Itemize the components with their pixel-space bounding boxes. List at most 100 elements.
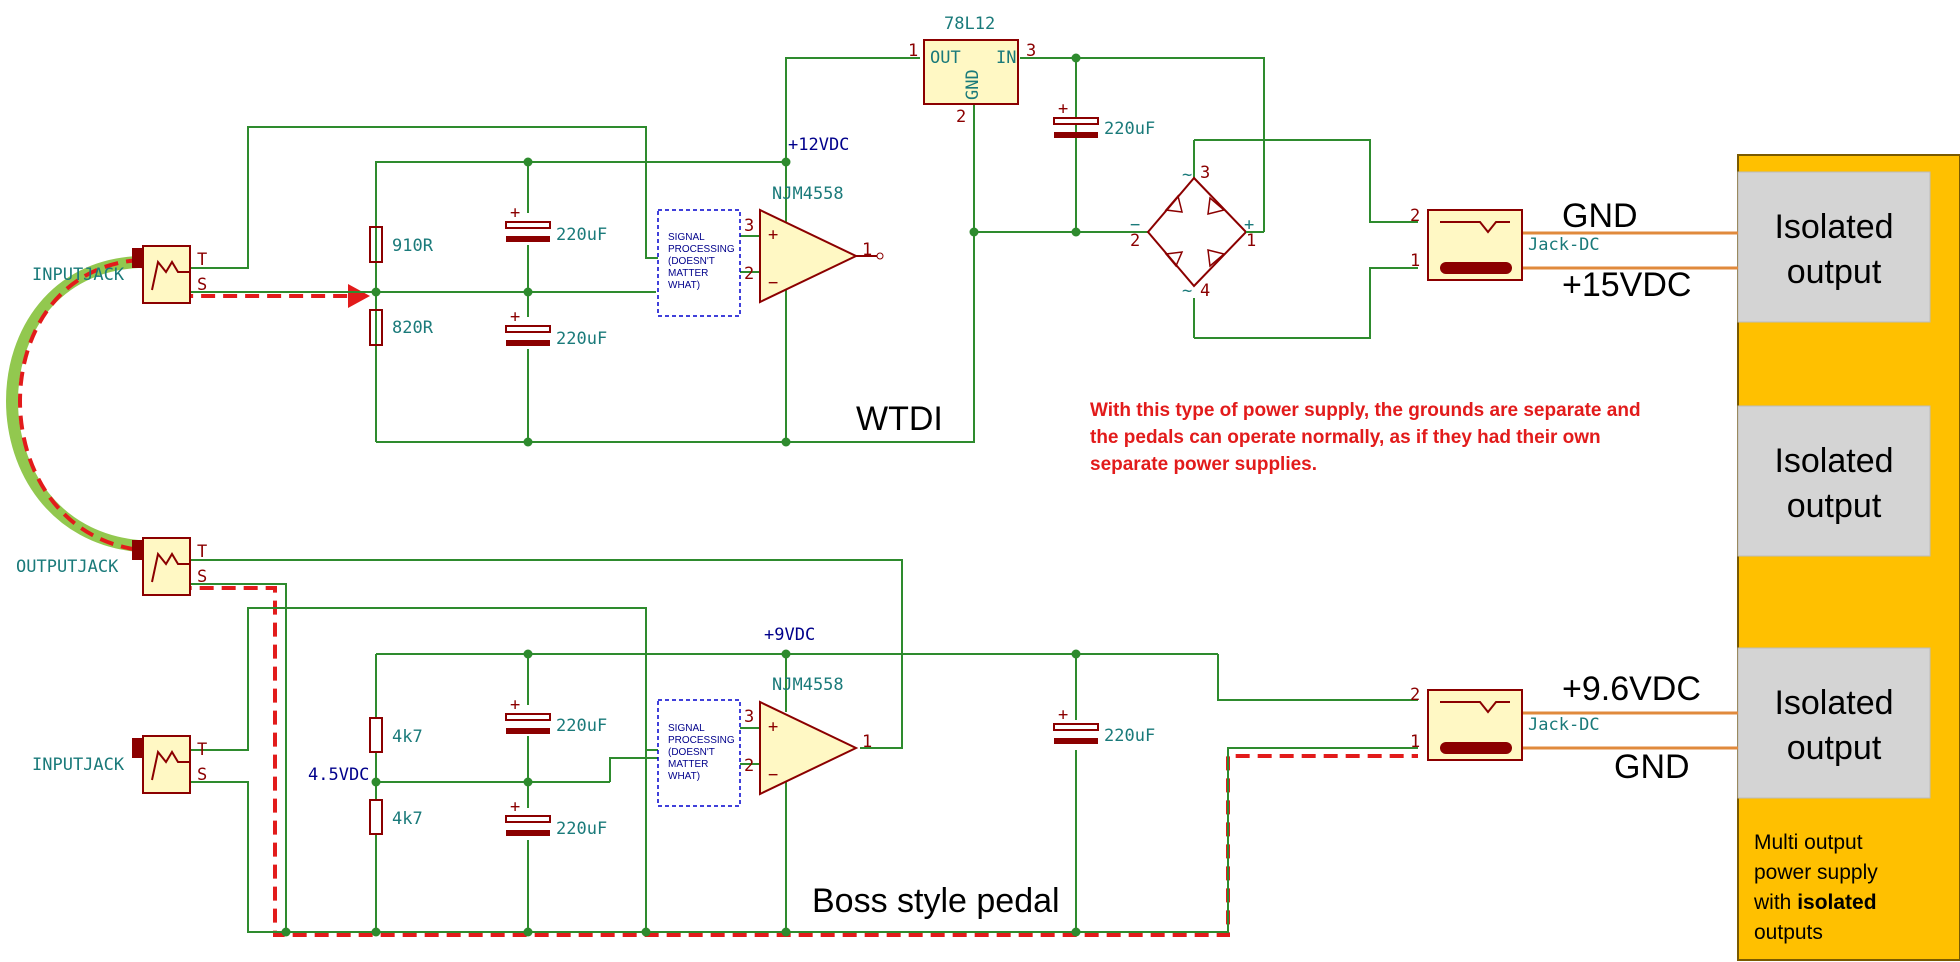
- regulator-gnd: GND: [963, 69, 983, 100]
- bottom-c1-value: 220uF: [556, 716, 607, 736]
- top-opamp-pin3: 3: [744, 216, 754, 236]
- svg-text:−: −: [768, 765, 778, 785]
- top-r2-value: 820R: [392, 318, 434, 338]
- isolated-output-2-line2: output: [1787, 487, 1882, 525]
- isolated-output-1-line2: output: [1787, 253, 1882, 291]
- output-jack-ref: OUTPUTJACK: [16, 557, 119, 577]
- bottom-opamp-pin2: 2: [744, 756, 754, 776]
- top-capacitor-1: +: [505, 203, 551, 242]
- bridge-pin2: 2: [1130, 231, 1140, 251]
- isolated-output-2-line1: Isolated: [1774, 442, 1893, 480]
- svg-text:+: +: [1058, 99, 1068, 119]
- psu-desc-isolated: isolated: [1797, 891, 1876, 914]
- regulator-in: IN: [996, 48, 1016, 68]
- top-signal-processing-box: [657, 209, 741, 317]
- bottom-input-jack-t: T: [197, 740, 207, 760]
- svg-text:+: +: [768, 717, 778, 737]
- svg-text:+: +: [1058, 705, 1068, 725]
- top-net-12v: +12VDC: [788, 135, 849, 155]
- isolated-output-3-line2: output: [1787, 729, 1882, 767]
- top-input-jack-t: T: [197, 250, 207, 270]
- bridge-tilde-top: ~: [1182, 165, 1192, 185]
- top-opamp-pin2: 2: [744, 264, 754, 284]
- top-box-l5: WHAT): [668, 280, 700, 291]
- top-opamp-ref: NJM4558: [772, 184, 844, 204]
- top-input-jack-ref: INPUTJACK: [32, 265, 125, 285]
- note-line3: separate power supplies.: [1090, 454, 1317, 475]
- isolated-output-2: [1737, 405, 1931, 557]
- top-15v-label: +15VDC: [1562, 266, 1691, 304]
- svg-text:+: +: [510, 797, 520, 817]
- bridge-pin1: 1: [1246, 231, 1256, 251]
- output-jack: [132, 537, 191, 596]
- top-dc-pin1: 1: [1410, 251, 1420, 271]
- bottom-dc-pin2: 2: [1410, 685, 1420, 705]
- svg-text:+: +: [510, 203, 520, 223]
- top-resistor-910r: [369, 226, 383, 263]
- top-circuit-label: WTDI: [856, 400, 943, 438]
- svg-text:+: +: [768, 225, 778, 245]
- bottom-gnd-label: GND: [1614, 748, 1690, 786]
- top-opamp: [759, 208, 859, 304]
- bottom-r1-value: 4k7: [392, 727, 423, 747]
- output-jack-s: S: [197, 567, 207, 587]
- top-box-l1: SIGNAL: [668, 232, 705, 243]
- bottom-dc-ref: Jack-DC: [1528, 715, 1600, 735]
- isolated-output-1: [1737, 171, 1931, 323]
- bottom-resistor-1: [369, 717, 383, 753]
- bottom-box-l4: MATTER: [668, 759, 708, 770]
- bottom-supply-capacitor: +: [1053, 705, 1099, 744]
- psu-desc-with: with: [1753, 891, 1797, 914]
- top-dc-ref: Jack-DC: [1528, 235, 1600, 255]
- top-dc-jack: [1427, 209, 1523, 281]
- bottom-opamp-ref: NJM4558: [772, 675, 844, 695]
- regulator-capacitor: +: [1053, 99, 1099, 138]
- psu-desc-line1: Multi output: [1754, 831, 1863, 854]
- bridge-rectifier: [1146, 176, 1264, 288]
- bottom-supply-cap-value: 220uF: [1104, 726, 1155, 746]
- bottom-r2-value: 4k7: [392, 809, 423, 829]
- top-box-l3: (DOESN'T: [668, 256, 715, 267]
- output-jack-t: T: [197, 542, 207, 562]
- psu-desc-line4: outputs: [1754, 921, 1823, 944]
- top-c1-value: 220uF: [556, 225, 607, 245]
- regulator-pin1: 1: [908, 41, 918, 61]
- psu-desc-line3: with isolated: [1753, 891, 1877, 914]
- top-capacitor-2: +: [505, 307, 551, 346]
- regulator-pin2: 2: [956, 107, 966, 127]
- regulator-cap-value: 220uF: [1104, 119, 1155, 139]
- bridge-pin3: 3: [1200, 163, 1210, 183]
- top-c2-value: 220uF: [556, 329, 607, 349]
- top-gnd-label: GND: [1562, 197, 1638, 235]
- top-box-l2: PROCESSING: [668, 244, 735, 255]
- regulator-out: OUT: [930, 48, 961, 68]
- regulator-ref: 78L12: [944, 14, 995, 34]
- bottom-input-jack-ref: INPUTJACK: [32, 755, 125, 775]
- bottom-box-l5: WHAT): [668, 771, 700, 782]
- bottom-junctions: [281, 649, 1081, 937]
- top-r1-value: 910R: [392, 236, 434, 256]
- top-box-l4: MATTER: [668, 268, 708, 279]
- svg-text:−: −: [768, 273, 778, 293]
- bottom-net-4v5: 4.5VDC: [308, 765, 369, 785]
- bottom-capacitor-2: +: [505, 797, 551, 836]
- note-line1: With this type of power supply, the grou…: [1090, 400, 1641, 421]
- bottom-opamp-pin1: 1: [862, 732, 872, 752]
- svg-text:+: +: [510, 695, 520, 715]
- bridge-pin4: 4: [1200, 281, 1210, 301]
- bottom-c2-value: 220uF: [556, 819, 607, 839]
- patch-cable: [6, 256, 139, 552]
- ground-path-cable: [18, 258, 141, 552]
- isolated-output-3: [1737, 647, 1931, 799]
- ground-path-bottom: [143, 549, 1418, 937]
- bottom-input-jack: [132, 735, 191, 794]
- ground-path-arrow: [348, 284, 370, 308]
- bottom-circuit-label: Boss style pedal: [812, 882, 1060, 920]
- bottom-capacitor-1: +: [505, 695, 551, 734]
- bridge-plus: +: [1244, 215, 1254, 235]
- top-input-jack-s: S: [197, 275, 207, 295]
- bridge-tilde-bottom: ~: [1182, 281, 1192, 301]
- bridge-minus: −: [1130, 215, 1140, 235]
- bottom-opamp: [759, 700, 859, 796]
